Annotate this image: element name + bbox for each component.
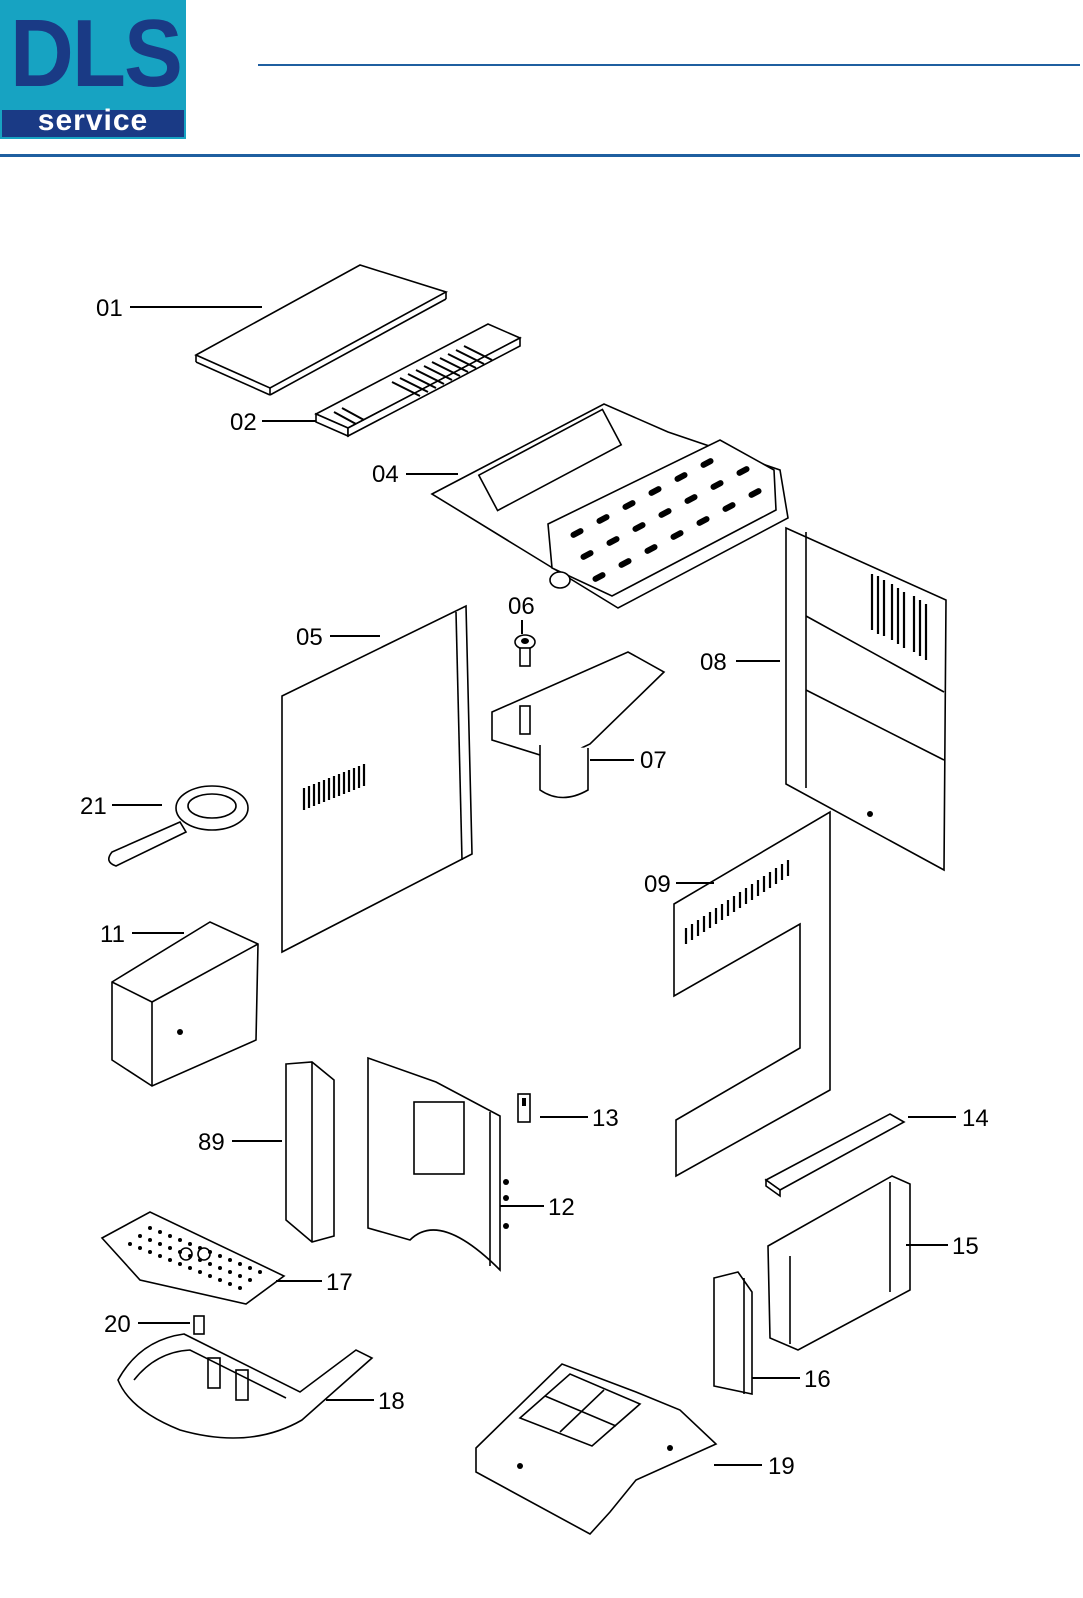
part-19-base-frame [475,1363,718,1536]
label-89: 89 [198,1129,225,1156]
leader-lines [112,306,956,1466]
part-06-knob [514,634,536,667]
logo-word: service [37,104,149,137]
part-12-brew-housing [367,1056,509,1272]
part-11-water-tank [111,921,259,1087]
part-18-drip-tray [117,1333,374,1439]
logo-top-panel [0,0,186,108]
header-rule-top [258,64,1080,66]
label-21: 21 [80,793,107,820]
label-12: 12 [548,1194,575,1221]
part-08-back-panel [785,526,947,872]
label-09: 09 [644,871,671,898]
label-13: 13 [592,1105,619,1132]
part-13-clip [517,1093,531,1123]
part-20-small-valve [193,1315,205,1335]
dls-service-logo: DLS service [0,0,186,141]
label-05: 05 [296,624,323,651]
part-16-small-door [713,1271,753,1395]
label-06: 06 [508,593,535,620]
logo-letters: DLS [10,0,183,107]
part-05-left-side-panel [281,604,473,954]
part-04-top-frame [430,403,789,609]
label-15: 15 [952,1233,979,1260]
label-19: 19 [768,1453,795,1480]
label-17: 17 [326,1269,353,1296]
part-07-water-tray [491,651,666,799]
label-18: 18 [378,1388,405,1415]
part-02-vent-strip [314,323,522,438]
label-04: 04 [372,461,399,488]
header-rule-main [0,154,1080,157]
part-21-measuring-scoop [108,785,249,867]
label-01: 01 [96,295,123,322]
label-16: 16 [804,1366,831,1393]
part-89-side-door [285,1061,335,1243]
logo-bottom-panel [0,108,186,139]
label-02: 02 [230,409,257,436]
part-15-grounds-container [767,1175,911,1351]
part-09-front-panel [673,810,831,1178]
label-08: 08 [700,649,727,676]
part-01-lid [194,264,449,396]
label-14: 14 [962,1105,989,1132]
label-11: 11 [100,921,125,948]
part-14-cover-strip [764,1113,906,1198]
part-17-drip-grid [100,1211,286,1305]
label-07: 07 [640,747,667,774]
label-20: 20 [104,1311,131,1338]
